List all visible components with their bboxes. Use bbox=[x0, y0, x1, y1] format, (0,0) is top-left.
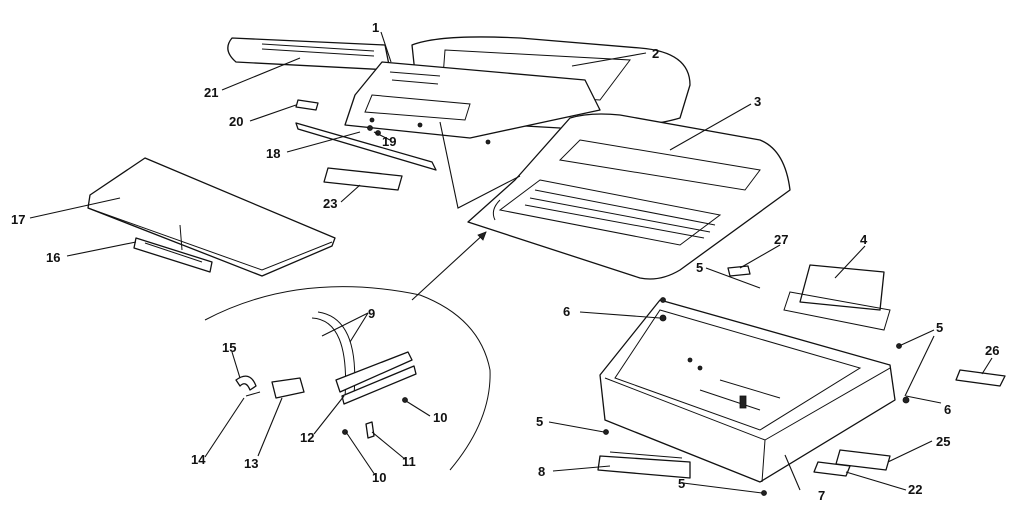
callout-15: 15 bbox=[222, 340, 236, 355]
callout-25: 25 bbox=[936, 434, 950, 449]
callout-6-left: 6 bbox=[563, 304, 570, 319]
part-6-standoffs bbox=[659, 314, 910, 404]
callout-7: 7 bbox=[818, 488, 825, 503]
part-17-keyboard-cover bbox=[87, 157, 336, 277]
part-27-pad bbox=[727, 265, 751, 277]
callout-18: 18 bbox=[266, 146, 280, 161]
callout-12: 12 bbox=[300, 430, 314, 445]
part-13-latch bbox=[271, 377, 305, 399]
callout-20: 20 bbox=[229, 114, 243, 129]
callout-27: 27 bbox=[774, 232, 788, 247]
callout-3: 3 bbox=[754, 94, 761, 109]
part-26-label bbox=[955, 369, 1006, 387]
callout-17: 17 bbox=[11, 212, 25, 227]
part-21-rail-cover bbox=[227, 37, 391, 71]
callout-4: 4 bbox=[860, 232, 868, 247]
callout-11: 11 bbox=[402, 454, 416, 469]
callout-19: 19 bbox=[382, 134, 396, 149]
callout-14: 14 bbox=[191, 452, 206, 467]
part-23-label bbox=[323, 167, 403, 191]
callout-16: 16 bbox=[46, 250, 60, 265]
callout-13: 13 bbox=[244, 456, 258, 471]
callout-8: 8 bbox=[538, 464, 545, 479]
part-8-foot-bar bbox=[597, 451, 691, 479]
callout-23: 23 bbox=[323, 196, 337, 211]
part-4-panel bbox=[783, 264, 891, 331]
part-16-hinge-bar bbox=[133, 237, 213, 273]
part-14-pin bbox=[245, 391, 261, 397]
callout-5-right: 5 bbox=[936, 320, 943, 335]
callout-6-right: 6 bbox=[944, 402, 951, 417]
part-11-stop bbox=[365, 421, 375, 439]
callout-10-bottom: 10 bbox=[372, 470, 386, 485]
part-12-bracket bbox=[335, 351, 417, 405]
detail-circle bbox=[204, 286, 491, 471]
part-20-clip bbox=[295, 99, 319, 111]
part-25-label bbox=[835, 449, 891, 471]
callout-5-top: 5 bbox=[696, 260, 703, 275]
part-10-screws bbox=[342, 397, 408, 435]
callout-21: 21 bbox=[204, 85, 218, 100]
part-22-pad bbox=[813, 461, 851, 477]
part-18-strip bbox=[295, 122, 437, 171]
part-15-spring-clip bbox=[235, 375, 257, 391]
detail-arrow bbox=[411, 231, 487, 301]
callout-10-right: 10 bbox=[433, 410, 447, 425]
base-case bbox=[599, 299, 896, 483]
part-3-keyboard-deck bbox=[467, 113, 791, 280]
callout-22: 22 bbox=[908, 482, 922, 497]
part-1-top-case bbox=[344, 61, 601, 145]
callout-1: 1 bbox=[372, 20, 379, 35]
part-5-screws bbox=[603, 297, 902, 496]
callout-5-bottom: 5 bbox=[678, 476, 685, 491]
leader-lines bbox=[29, 31, 993, 494]
callout-9: 9 bbox=[368, 306, 375, 321]
callout-2: 2 bbox=[652, 46, 659, 61]
callout-5-left: 5 bbox=[536, 414, 543, 429]
callout-26: 26 bbox=[985, 343, 999, 358]
assembly-leader-v bbox=[439, 121, 521, 209]
